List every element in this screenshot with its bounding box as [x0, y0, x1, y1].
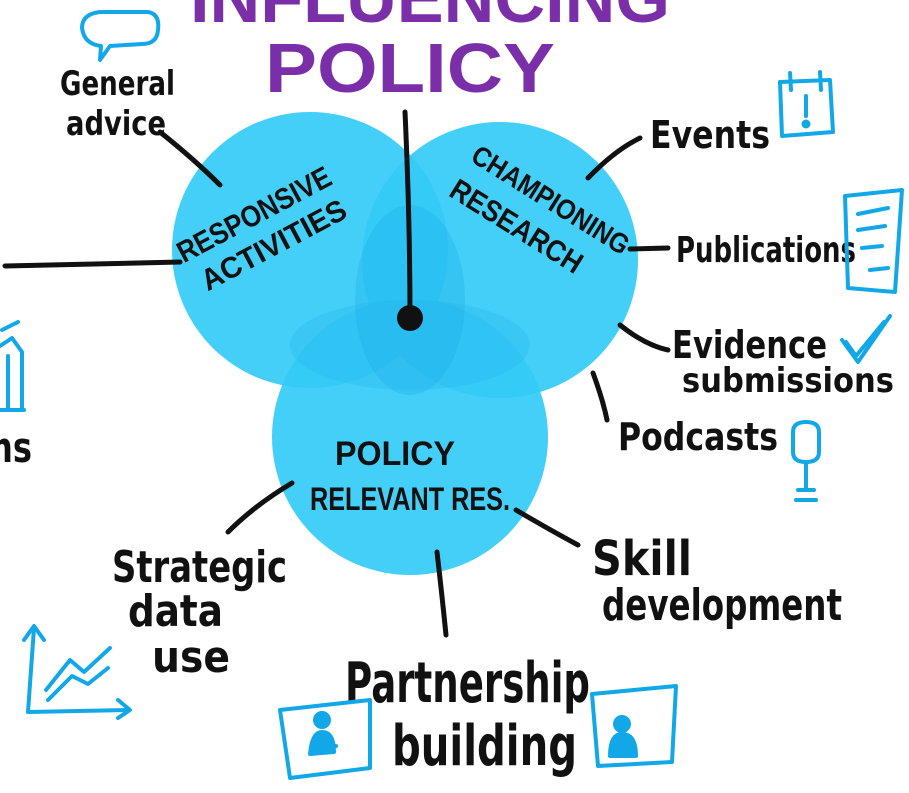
podcasts-label: Podcasts	[618, 415, 778, 459]
policy-label-1: POLICY	[335, 435, 455, 473]
venn-circles	[172, 112, 638, 575]
connector-podcasts	[590, 370, 610, 423]
document-icon	[843, 188, 904, 294]
connector-evidence	[617, 322, 671, 353]
strategic-label-2: data	[128, 586, 223, 637]
policy-label-2: RELEVANT RES.	[310, 481, 510, 517]
circle-policy-relevant-research	[272, 299, 548, 575]
checkmark-icon	[840, 314, 892, 364]
publications-label: Publications	[676, 230, 856, 271]
connector-publications	[627, 245, 671, 252]
venn-overlap-lower	[290, 300, 530, 390]
general-advice-label-2: advice	[66, 104, 166, 144]
title-line-1: INFLUENCING	[190, 0, 670, 37]
connector-skill	[513, 507, 581, 548]
connector-partnership	[434, 549, 449, 638]
connector-left-edge	[2, 259, 183, 269]
connector-strategic	[225, 480, 295, 535]
video-call-person-icon	[278, 698, 372, 780]
connector-events	[585, 135, 643, 181]
strategic-label-3: use	[152, 632, 230, 683]
central-pointer-line	[402, 109, 413, 321]
calendar-alert-icon	[778, 70, 835, 138]
building-icon	[0, 320, 26, 412]
video-call-person-icon-2	[590, 684, 678, 768]
skill-label-1: Skill	[592, 531, 692, 587]
line-chart-icon	[22, 624, 132, 720]
partnership-label-2: building	[392, 714, 577, 779]
events-label: Events	[650, 113, 770, 157]
evidence-label-1: Evidence	[672, 323, 827, 367]
microphone-icon	[791, 420, 821, 502]
connector-general-advice	[157, 129, 223, 188]
evidence-label-2: submissions	[682, 361, 894, 401]
cut-off-left-label: ns	[0, 423, 32, 472]
partnership-label-1: Partnership	[345, 651, 590, 716]
skill-label-2: development	[602, 580, 842, 631]
title-line-2: POLICY	[265, 29, 555, 107]
general-advice-label-1: General	[60, 64, 175, 104]
speech-bubble-icon	[80, 10, 161, 62]
central-pointer-dot	[397, 305, 423, 331]
strategic-label-1: Strategic	[112, 542, 287, 593]
